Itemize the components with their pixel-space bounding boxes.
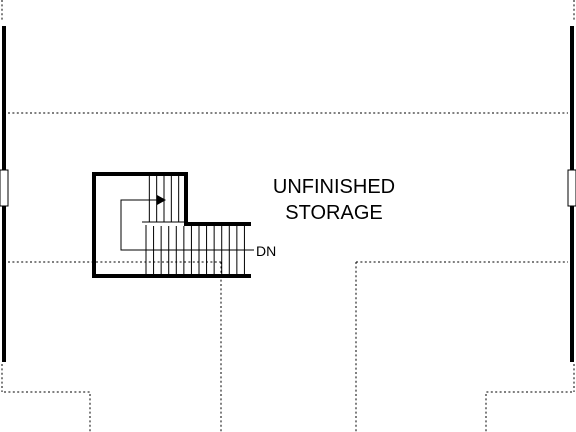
upper-stair-treads bbox=[148, 176, 180, 222]
exterior-walls bbox=[0, 26, 576, 362]
walk-line bbox=[120, 199, 254, 251]
staircase: DN bbox=[92, 172, 276, 278]
right-window bbox=[567, 169, 576, 207]
left-window bbox=[0, 169, 9, 207]
walk-direction-arrowhead bbox=[157, 195, 166, 205]
room-label-line-2: STORAGE bbox=[285, 202, 382, 224]
bottom-right-dashed-corner bbox=[485, 391, 572, 432]
stair-opening-wall bbox=[92, 172, 251, 278]
stair-down-label: DN bbox=[256, 243, 276, 259]
bottom-left-dashed-corner bbox=[4, 391, 91, 432]
room-label-line-1: UNFINISHED bbox=[273, 176, 395, 198]
